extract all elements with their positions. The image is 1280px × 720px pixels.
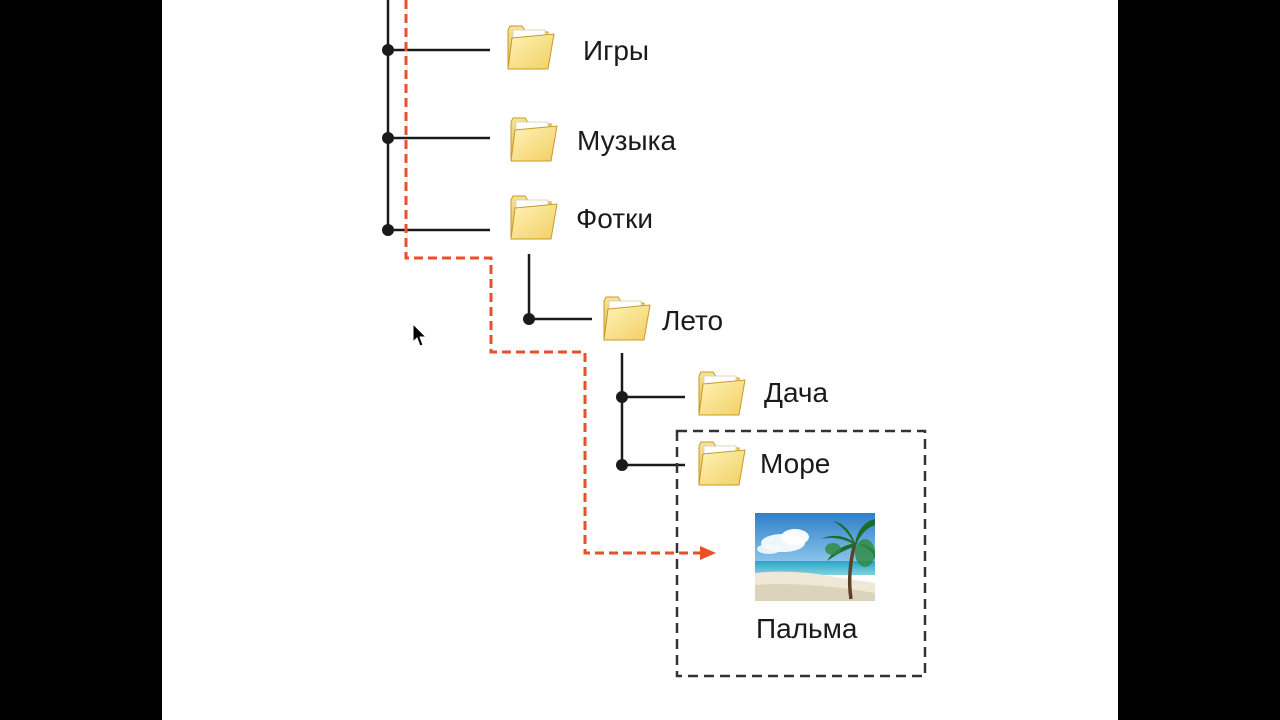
folder-label-more[interactable]: Море [760,448,831,479]
file-label-palma[interactable]: Пальма [756,613,858,644]
folder-label-muzyka[interactable]: Музыка [577,125,677,156]
folder-icon[interactable] [600,293,652,343]
frame-left-bar [0,0,162,720]
folder-icon[interactable] [507,192,559,242]
folder-label-dacha[interactable]: Дача [764,377,829,408]
folder-icon[interactable] [507,114,559,164]
diagram-area [162,0,1118,720]
folder-icon[interactable] [695,438,747,488]
folder-icon[interactable] [504,22,556,72]
frame-right-bar [1118,0,1280,720]
folder-icon[interactable] [695,368,747,418]
image-thumbnail[interactable] [755,513,875,601]
folder-label-leto[interactable]: Лето [662,305,724,336]
mouse-cursor-icon [412,323,428,347]
folder-label-fotki[interactable]: Фотки [576,203,653,234]
folder-label-igry[interactable]: Игры [583,35,650,66]
